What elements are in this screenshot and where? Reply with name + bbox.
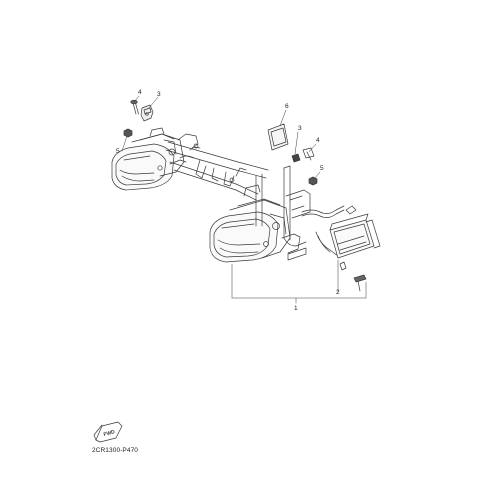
screw-part-lower [302,147,315,161]
bolt-part [353,274,367,292]
wire-harness [301,205,357,257]
headlight-left [111,127,187,191]
screw-part-upper [130,99,139,115]
forward-arrow-icon [93,421,123,443]
headlight-right [209,184,301,263]
callout-1: 1 [294,305,298,312]
control-unit [329,213,381,271]
callout-5-lower: 5 [320,165,324,172]
callout-5-upper: 5 [116,148,120,155]
clip-part-lower [291,153,301,163]
clip-part-upper [140,104,154,122]
part-code-label: 2CR1300-P470 [92,447,139,454]
callout-4-lower: 4 [316,137,320,144]
mounting-bar [165,133,269,201]
leader-lines [121,95,367,304]
nut-part-lower [308,176,318,186]
callout-6: 6 [285,103,289,110]
callout-3-lower: 3 [298,125,302,132]
callout-4-upper: 4 [138,89,142,96]
fwd-label: FWD [103,429,116,438]
nut-part-upper [123,128,133,138]
vertical-stay [255,165,311,261]
callout-2: 2 [336,289,340,296]
callout-3-upper: 3 [157,91,161,98]
bracket-plate [267,123,289,151]
